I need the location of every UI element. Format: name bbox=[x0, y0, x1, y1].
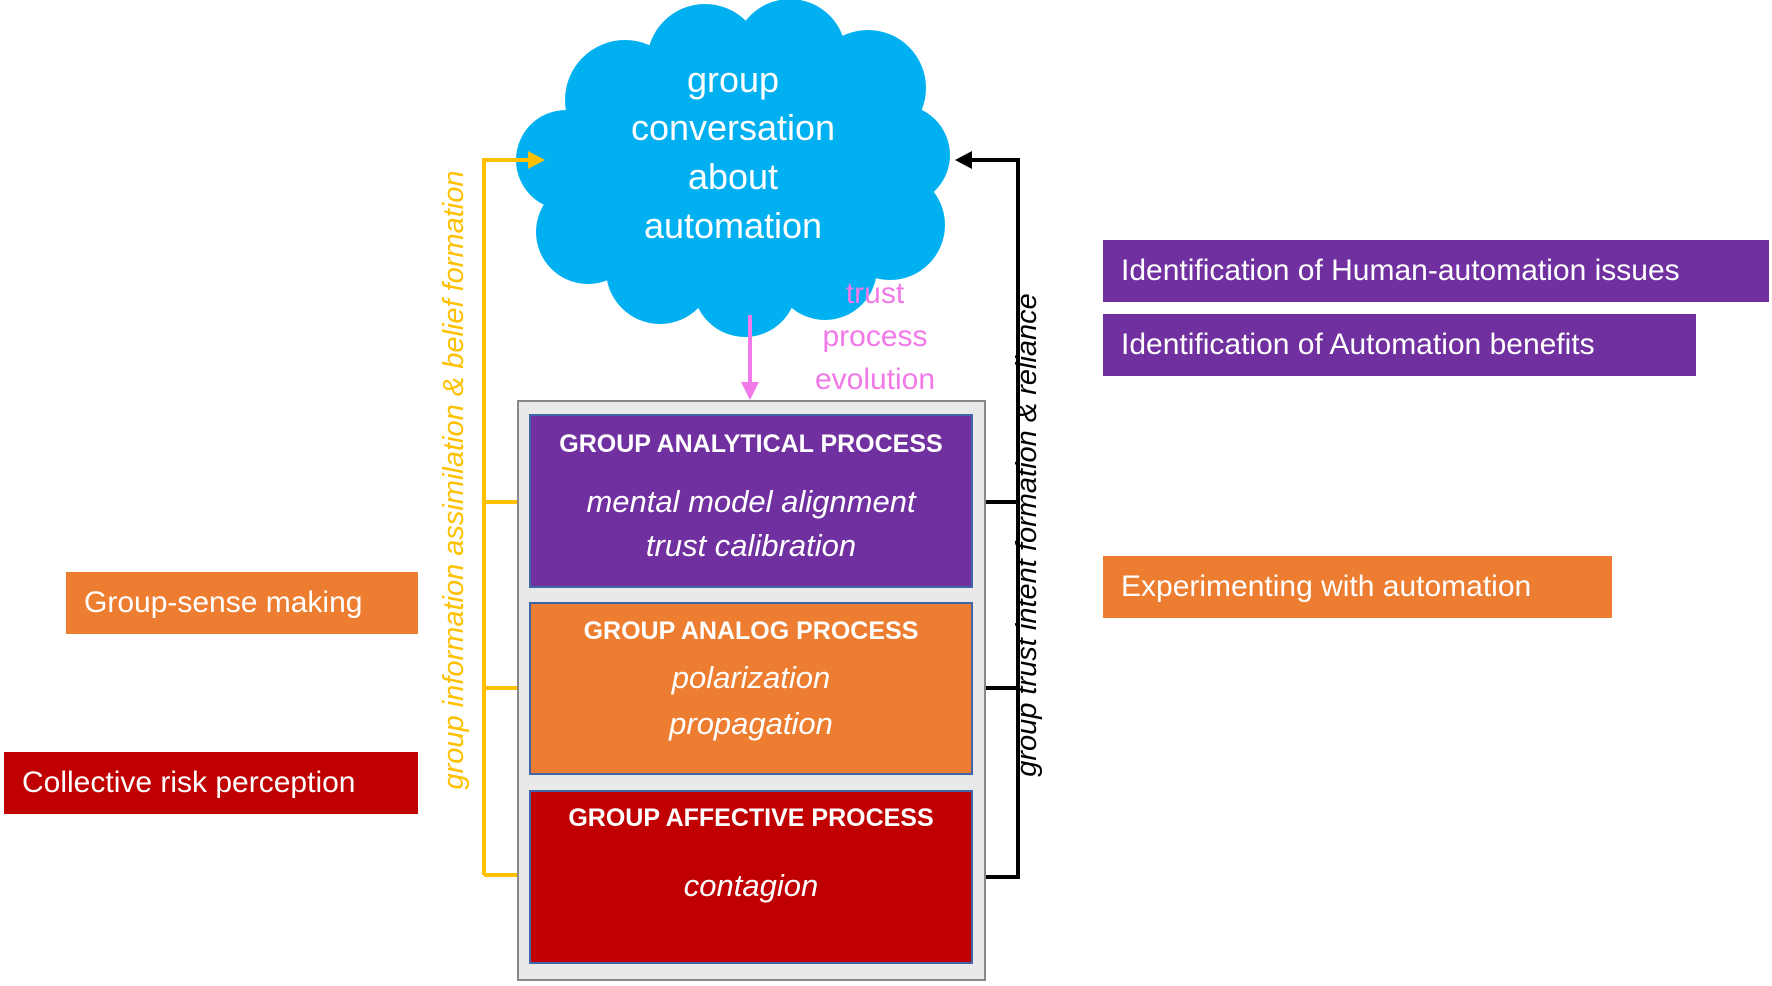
cloud-line-3: about bbox=[687, 156, 779, 197]
left-box-group-sense-making: Group-sense making bbox=[66, 572, 418, 634]
trust-evolution-line-3: evolution bbox=[814, 363, 936, 396]
cloud-line-2: conversation bbox=[630, 107, 836, 148]
left-vertical-label: group information assimilation & belief … bbox=[438, 170, 470, 790]
cloud-line-1: group bbox=[686, 59, 780, 100]
right-vertical-label: group trust intent formation & reliance bbox=[1011, 293, 1043, 777]
right-box-automation-benefits: Identification of Automation benefits bbox=[1103, 314, 1696, 376]
analytical-process-box: GROUP ANALYTICAL PROCESS mental model al… bbox=[529, 414, 973, 588]
affective-item-1: contagion bbox=[683, 868, 819, 903]
black-arrowhead bbox=[955, 151, 972, 169]
cloud-line-4: automation bbox=[643, 205, 823, 246]
analog-process-box: GROUP ANALOG PROCESS polarization propag… bbox=[529, 602, 973, 775]
trust-evolution-line-2: process bbox=[822, 320, 928, 353]
affective-process-title: GROUP AFFECTIVE PROCESS bbox=[568, 804, 934, 832]
right-box-human-automation-issues: Identification of Human-automation issue… bbox=[1103, 240, 1769, 302]
analog-item-1: polarization bbox=[671, 660, 831, 695]
cloud-shape bbox=[516, 0, 950, 337]
analytical-process-title: GROUP ANALYTICAL PROCESS bbox=[559, 430, 943, 458]
right-box-experimenting: Experimenting with automation bbox=[1103, 556, 1612, 618]
analytical-item-2: trust calibration bbox=[645, 528, 857, 563]
left-box-collective-risk-perception: Collective risk perception bbox=[4, 752, 418, 814]
yellow-arrowhead bbox=[528, 151, 545, 169]
pink-arrowhead bbox=[741, 382, 759, 400]
trust-evolution-line-1: trust bbox=[845, 277, 905, 310]
analog-process-title: GROUP ANALOG PROCESS bbox=[583, 617, 919, 645]
analog-item-2: propagation bbox=[669, 706, 833, 741]
affective-process-box: GROUP AFFECTIVE PROCESS contagion bbox=[529, 790, 973, 964]
analytical-item-1: mental model alignment bbox=[586, 484, 916, 519]
